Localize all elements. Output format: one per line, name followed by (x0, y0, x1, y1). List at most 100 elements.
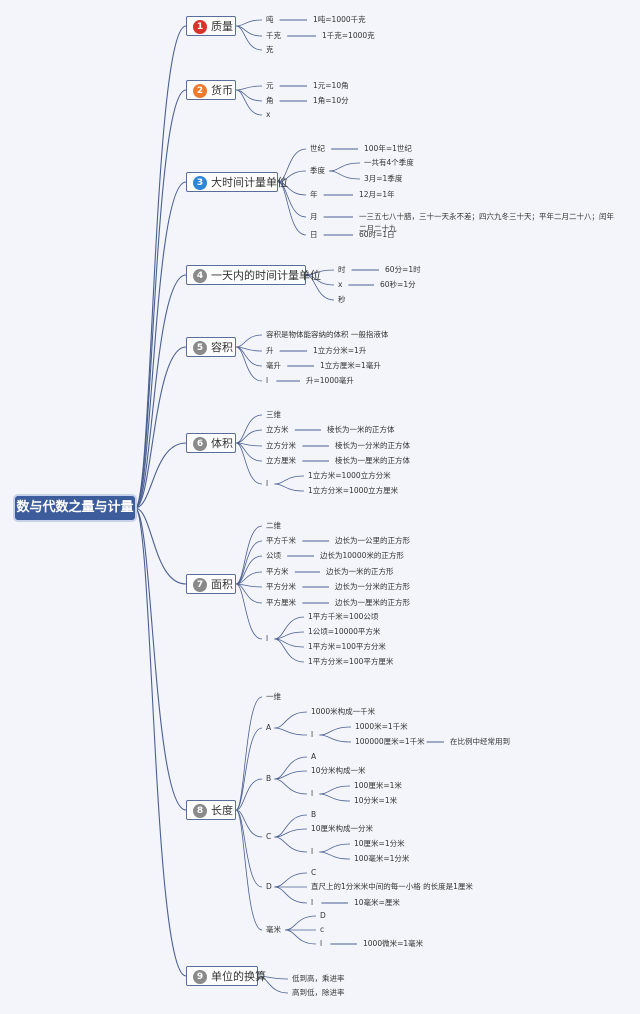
child-node[interactable]: 月 (310, 212, 318, 221)
child-node[interactable]: 一维 (266, 692, 281, 701)
sub-node[interactable]: 100厘米=1米 (354, 781, 402, 790)
sub-node[interactable]: A (311, 752, 317, 761)
leaf-node[interactable]: 60分=1时 (385, 265, 421, 274)
leaf-node[interactable]: 边长为10000米的正方形 (320, 551, 404, 560)
child-node[interactable]: 吨 (266, 15, 274, 24)
child-node[interactable]: 平方分米 (266, 582, 296, 591)
leaf-node[interactable]: 一三五七八十腊，三十一天永不差；四六九冬三十天；平年二月二十八；闰年 (359, 212, 614, 221)
sub-node[interactable]: l (311, 730, 314, 739)
sub-node[interactable]: 1平方千米=100公顷 (308, 612, 379, 621)
leaf-node[interactable]: 棱长为一米的正方体 (327, 425, 395, 434)
child-node[interactable]: 平方千米 (266, 536, 296, 545)
leaf-node[interactable]: 1立方分米=1升 (313, 346, 367, 355)
leaf-node[interactable]: 边长为一分米的正方形 (335, 582, 410, 591)
sub-node[interactable]: 10分米=1米 (354, 796, 398, 805)
child-node[interactable]: 秒 (338, 295, 346, 304)
sub-node[interactable]: 10厘米构成一分米 (311, 824, 374, 833)
sub-node[interactable]: 1平方分米=100平方厘米 (308, 657, 394, 666)
sub-node[interactable]: D (320, 911, 326, 920)
child-node[interactable]: 季度 (310, 166, 325, 175)
child-node[interactable]: 公顷 (266, 551, 281, 560)
sub-node[interactable]: l (320, 939, 323, 948)
leaf-node[interactable]: 1千克=1000克 (322, 31, 375, 40)
leaf-node[interactable]: 棱长为一分米的正方体 (335, 441, 410, 450)
child-node[interactable]: 毫米 (266, 925, 281, 934)
child-node[interactable]: x (266, 110, 271, 119)
child-node[interactable]: 日 (310, 230, 318, 239)
sub-node[interactable]: 10厘米=1分米 (354, 839, 405, 848)
child-node[interactable]: 平方厘米 (266, 598, 296, 607)
leaf-node[interactable]: 60时=1日 (359, 230, 395, 239)
child-node[interactable]: 三维 (266, 410, 281, 419)
leaf-node[interactable]: 边长为一公里的正方形 (335, 536, 410, 545)
leaf-node[interactable]: 10毫米=厘米 (354, 898, 400, 907)
child-node[interactable]: 毫升 (266, 361, 281, 370)
child-node[interactable]: l (266, 634, 269, 643)
child-node[interactable]: C (266, 832, 272, 841)
child-node[interactable]: 容积是物体能容纳的体积 一般指液体 (266, 330, 389, 339)
sub-node[interactable]: 1000米构成一千米 (311, 707, 376, 716)
sub-node[interactable]: 1立方分米=1000立方厘米 (308, 486, 399, 495)
leaf-node[interactable]: 升=1000毫升 (306, 376, 354, 385)
leaf-node[interactable]: 1元=10角 (313, 81, 349, 90)
child-node[interactable]: 立方厘米 (266, 456, 296, 465)
sub-node[interactable]: B (311, 810, 317, 819)
child-node[interactable]: 平方米 (266, 567, 289, 576)
sub-node[interactable]: 一共有4个季度 (364, 158, 414, 167)
child-node[interactable]: 元 (266, 81, 274, 90)
sub-node[interactable]: 1平方米=100平方分米 (308, 642, 386, 651)
leaf-node[interactable]: 边长为一厘米的正方形 (335, 598, 410, 607)
child-node[interactable]: l (266, 479, 269, 488)
sub-node[interactable]: 1000米=1千米 (355, 722, 408, 731)
child-node[interactable]: x (338, 280, 343, 289)
leaf-node[interactable]: 1000微米=1毫米 (363, 939, 424, 948)
sub-node[interactable]: c (320, 925, 325, 934)
sub-node[interactable]: 3月=1季度 (364, 174, 403, 183)
sub-node[interactable]: l (311, 898, 314, 907)
root-topic[interactable]: 数与代数之量与计量 (15, 496, 135, 520)
child-node[interactable]: 升 (266, 346, 274, 355)
sub-node[interactable]: 1立方米=1000立方分米 (308, 471, 391, 480)
sub-node[interactable]: 直尺上的1分米米中间的每一小格 的长度是1厘米 (311, 882, 473, 891)
leaf-node[interactable]: 1角=10分 (313, 96, 349, 105)
leaf-node[interactable]: 二月二十九 (359, 224, 397, 233)
child-node[interactable]: D (266, 882, 272, 891)
child-node[interactable]: 立方分米 (266, 441, 296, 450)
child-node[interactable]: 低到高，乘进率 (292, 974, 345, 983)
child-node[interactable]: 世纪 (310, 144, 325, 153)
child-node[interactable]: 年 (310, 190, 318, 199)
sub-node[interactable]: l (311, 789, 314, 798)
leaf-node[interactable]: 在比例中经常用到 (450, 737, 510, 746)
sub-node[interactable]: C (311, 868, 317, 877)
child-node[interactable]: B (266, 774, 272, 783)
child-node[interactable]: 克 (266, 45, 274, 54)
child-node[interactable]: 千克 (266, 31, 281, 40)
leaf-node[interactable]: 12月=1年 (359, 190, 395, 199)
leaf-node[interactable]: 60秒=1分 (380, 280, 416, 289)
child-node[interactable]: 角 (266, 96, 274, 105)
child-node[interactable]: 二维 (266, 521, 281, 530)
leaf-node[interactable]: 1吨=1000千克 (313, 15, 366, 24)
child-node[interactable]: 立方米 (266, 425, 289, 434)
leaf-node[interactable]: 边长为一米的正方形 (326, 567, 394, 576)
sub-node[interactable]: 100000厘米=1千米 (355, 737, 425, 746)
sub-node[interactable]: 10分米构成一米 (311, 766, 366, 775)
leaf-node[interactable]: 100年=1世纪 (364, 144, 412, 153)
child-node[interactable]: 高到低，除进率 (292, 988, 345, 997)
child-node[interactable]: A (266, 723, 272, 732)
sub-node[interactable]: 1公顷=10000平方米 (308, 627, 381, 636)
child-node[interactable]: 时 (338, 265, 346, 274)
sub-node[interactable]: 100毫米=1分米 (354, 854, 410, 863)
sub-node[interactable]: l (311, 847, 314, 856)
leaf-node[interactable]: 棱长为一厘米的正方体 (335, 456, 410, 465)
child-node[interactable]: l (266, 376, 269, 385)
